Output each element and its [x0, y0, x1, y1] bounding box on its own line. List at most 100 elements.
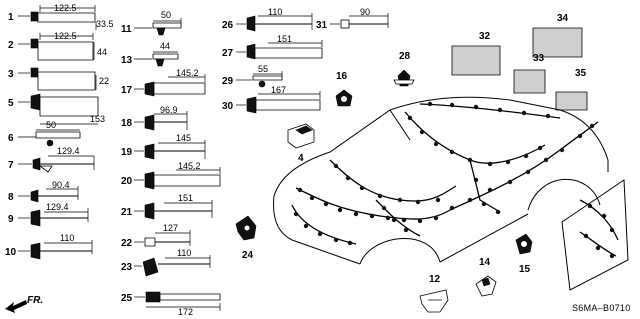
- part-3-clip: 3 22: [8, 67, 109, 91]
- callout-29: 29: [222, 76, 234, 87]
- dim-9-length: 129.4: [46, 202, 69, 212]
- callout-30: 30: [222, 101, 234, 112]
- dim-27-length: 151: [277, 34, 292, 44]
- part-26-clip: 26 110: [222, 7, 313, 32]
- dim-26-length: 110: [268, 7, 282, 17]
- part-1-clip: 1 122.5 33.5: [8, 3, 114, 30]
- part-30-clip: 30 167: [222, 85, 321, 114]
- callout-19: 19: [121, 147, 133, 158]
- dim-3-width: 22: [99, 76, 109, 86]
- callout-27: 27: [222, 48, 234, 59]
- callout-12: 12: [429, 274, 441, 285]
- callout-23: 23: [121, 262, 133, 273]
- dim-2-width: 44: [97, 47, 107, 57]
- callout-17: 17: [121, 85, 133, 96]
- callout-21: 21: [121, 207, 133, 218]
- callout-25: 25: [121, 293, 133, 304]
- part-17-clip: 17 145.2: [121, 68, 206, 97]
- part-7-clip: 7 129.4: [8, 146, 95, 173]
- part-34-pad: 34: [532, 13, 583, 58]
- dim-20-length: 145.2: [178, 161, 201, 171]
- dim-22-length: 127: [163, 223, 178, 233]
- callout-20: 20: [121, 176, 133, 187]
- dim-10-length: 110: [60, 233, 74, 243]
- dim-19-length: 145: [176, 133, 191, 143]
- dim-25-length: 172: [178, 307, 193, 317]
- part-9-clip: 9 129.4: [8, 202, 89, 227]
- callout-5: 5: [8, 98, 14, 109]
- part-2-clip: 2 122.5 44: [8, 31, 107, 61]
- dim-18-length: 96.9: [160, 105, 178, 115]
- part-18-clip: 18 96.9: [121, 105, 188, 131]
- front-label: FR.: [27, 295, 43, 306]
- part-29-clip: 29 55: [222, 64, 283, 88]
- part-14-clip: 14: [475, 257, 497, 297]
- part-33-pad: 33: [513, 53, 546, 94]
- callout-13: 13: [121, 55, 133, 66]
- part-12-bracket: 12: [419, 274, 449, 313]
- vehicle-harness-illustration: [273, 96, 629, 291]
- part-5-clip: 5 153: [8, 93, 105, 125]
- part-27-clip: 27 151: [222, 34, 323, 60]
- callout-15: 15: [519, 264, 531, 275]
- part-19-clip: 19 145: [121, 133, 206, 160]
- callout-35: 35: [575, 68, 587, 79]
- part-25-tie: 25 172: [121, 291, 221, 317]
- dim-23-length: 110: [177, 248, 191, 258]
- part-6-clip: 6 50: [8, 120, 81, 147]
- dim-1-width: 33.5: [96, 19, 114, 29]
- callout-1: 1: [8, 12, 14, 23]
- part-20-clip: 20 145.2: [121, 161, 221, 190]
- front-direction-arrow: FR.: [5, 295, 43, 313]
- dim-2-length: 122.5: [54, 31, 77, 41]
- dim-31-length: 90: [360, 7, 370, 17]
- callout-6: 6: [8, 133, 14, 144]
- callout-9: 9: [8, 214, 14, 225]
- callout-4: 4: [298, 153, 304, 164]
- diagram-code: S6MA–B0710: [572, 303, 631, 313]
- dim-17-length: 145.2: [176, 68, 199, 78]
- callout-24: 24: [242, 250, 254, 261]
- part-22-clip: 22 127: [121, 223, 191, 249]
- dim-29-length: 55: [258, 64, 268, 74]
- callout-14: 14: [479, 257, 491, 268]
- part-11-clip: 11 50: [121, 10, 182, 36]
- callout-8: 8: [8, 192, 14, 203]
- part-15-grommet: 15: [515, 233, 533, 275]
- dim-6-length: 50: [46, 120, 56, 130]
- part-21-clip: 21 151: [121, 193, 213, 220]
- part-23-clip: 23 110: [121, 248, 211, 277]
- callout-18: 18: [121, 118, 133, 129]
- part-10-clip: 10 110: [5, 233, 93, 260]
- callout-32: 32: [479, 31, 491, 42]
- part-24-bracket: 24: [235, 215, 257, 261]
- part-4-holder: 4: [287, 123, 315, 164]
- callout-7: 7: [8, 160, 14, 171]
- part-35-pad: 35: [555, 68, 588, 111]
- dim-1-length: 122.5: [54, 3, 77, 13]
- part-16-clip: 16: [335, 71, 353, 107]
- part-28-grommet: 28: [393, 51, 415, 87]
- part-13-clip: 13 44: [121, 41, 179, 67]
- dim-30-length: 167: [271, 85, 286, 95]
- callout-33: 33: [533, 53, 545, 64]
- callout-26: 26: [222, 20, 234, 31]
- dim-7-length: 129.4: [57, 146, 80, 156]
- callout-2: 2: [8, 40, 14, 51]
- callout-31: 31: [316, 20, 328, 31]
- dim-11-length: 50: [161, 10, 171, 20]
- callout-34: 34: [557, 13, 569, 24]
- part-31-clip: 31 90: [316, 7, 389, 31]
- dim-8-length: 90.4: [52, 180, 70, 190]
- dim-21-length: 151: [178, 193, 193, 203]
- callout-3: 3: [8, 69, 14, 80]
- callout-16: 16: [336, 71, 348, 82]
- part-32-pad: 32: [451, 31, 501, 76]
- dim-5-length: 153: [90, 114, 105, 124]
- dim-13-length: 44: [160, 41, 170, 51]
- part-8-clip: 8 90.4: [8, 180, 79, 203]
- callout-28: 28: [399, 51, 411, 62]
- callout-22: 22: [121, 238, 133, 249]
- callout-10: 10: [5, 247, 17, 258]
